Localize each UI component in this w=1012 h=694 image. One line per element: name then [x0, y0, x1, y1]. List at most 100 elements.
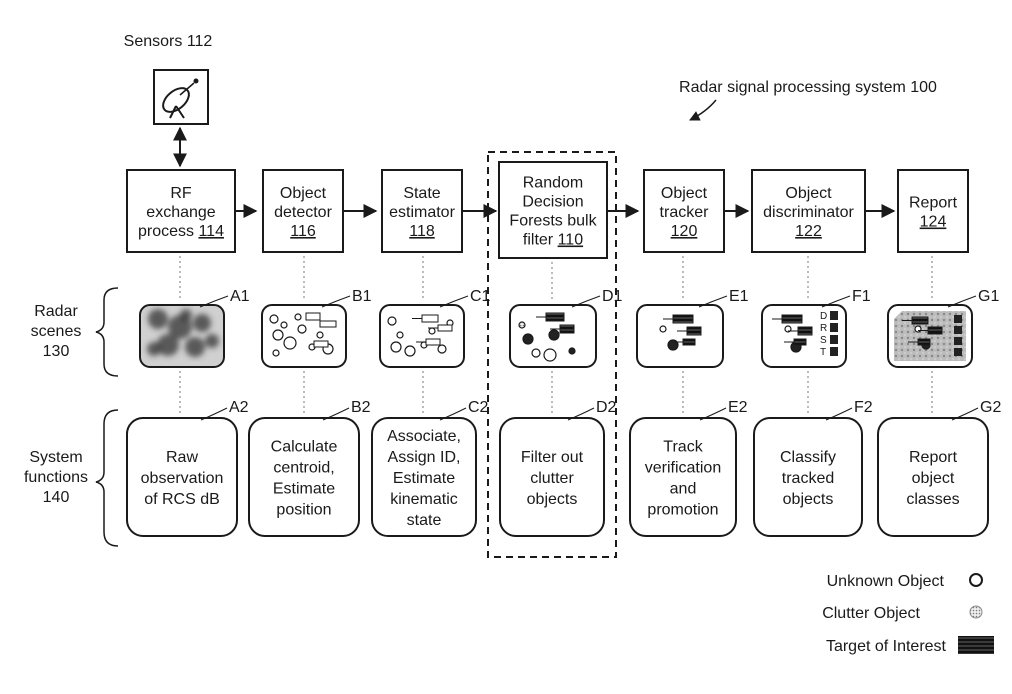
function-label-line: Raw [166, 449, 198, 466]
function-tag: C2 [468, 399, 489, 416]
function-label-line: tracked [782, 470, 834, 487]
system-function: Associate,Assign ID,Estimatekinematicsta… [371, 417, 477, 537]
row-label-line: 140 [43, 489, 70, 506]
function-label-line: Classify [780, 449, 836, 466]
block-label-line: Forests bulk [509, 213, 597, 230]
system-functions-label: System functions 140 [24, 449, 88, 506]
radar-scenes-label: Radar scenes 130 [31, 303, 82, 360]
function-label-line: Calculate [271, 439, 338, 456]
block-ref: 110 [558, 232, 584, 249]
system-label: Radar signal processing system 100 [679, 79, 937, 96]
block-label-line: Decision [522, 194, 583, 211]
block-ref: 118 [409, 223, 435, 240]
scene-tag: E1 [729, 288, 749, 305]
class-letter: T [820, 347, 826, 358]
function-label-line: clutter [530, 470, 574, 487]
function-label-line: objects [783, 491, 834, 508]
sensor-label: Sensors 112 [124, 33, 213, 50]
radar-scene [509, 304, 597, 368]
function-label-line: Track [663, 439, 703, 456]
row-label-line: System [29, 449, 82, 466]
block-label-line: exchange [146, 204, 215, 221]
scene-tag: A1 [230, 288, 250, 305]
scenes-brace [95, 287, 119, 377]
functions-brace [95, 409, 119, 547]
system-function: Classify tracked objects [753, 417, 863, 537]
function-label-line: Associate, [387, 428, 461, 445]
function-label-line: observation [141, 470, 224, 487]
radar-scene [636, 304, 724, 368]
block-ref: 122 [795, 223, 822, 240]
block-label-line: RF [170, 185, 192, 202]
class-letter: S [820, 335, 827, 346]
function-label-line: classes [906, 491, 959, 508]
legend-unknown-label: Unknown Object [827, 573, 945, 590]
process-block: Object discriminator 122 [751, 169, 866, 253]
function-label-line: and [670, 481, 697, 498]
row-label-line: scenes [31, 323, 82, 340]
block-label-line: Object [280, 185, 327, 202]
legend: Unknown Object Clutter Object Target of … [822, 573, 994, 655]
hatched-rect-icon [958, 636, 994, 654]
function-label-line: objects [527, 491, 578, 508]
radar-scene [139, 304, 225, 368]
sensor-block [153, 69, 209, 125]
function-label-line: Assign ID, [388, 449, 461, 466]
process-block-frame [751, 169, 866, 253]
function-tag: D2 [596, 399, 617, 416]
circle-outline-icon [969, 573, 983, 587]
function-label-line: centroid, [273, 460, 334, 477]
block-label-line: Random [523, 175, 583, 192]
radar-scene [887, 304, 973, 368]
system-function: Raw observation of RCS dB [126, 417, 238, 537]
satellite-dish-icon [162, 78, 199, 119]
function-label-line: verification [645, 460, 721, 477]
scene-tag: G1 [978, 288, 999, 305]
block-label-line: Object [661, 185, 708, 202]
block-ref: 114 [198, 223, 224, 240]
block-ref: 116 [290, 223, 316, 240]
system-function: Track verification and promotion [629, 417, 737, 537]
class-letter: D [820, 311, 827, 322]
process-block-frame [897, 169, 969, 253]
dotted-circle-icon [969, 605, 983, 619]
scene-tag: D1 [602, 288, 623, 305]
process-block-frame [381, 169, 463, 253]
row-label-line: 130 [43, 343, 70, 360]
function-tag: A2 [229, 399, 249, 416]
scene-tag: B1 [352, 288, 372, 305]
process-block: RF exchange process 114 [126, 169, 236, 253]
function-label-line: of RCS dB [144, 491, 220, 508]
process-block-frame [126, 169, 236, 253]
radar-scene [261, 304, 347, 368]
scene-tag: F1 [852, 288, 871, 305]
process-block-frame [498, 161, 608, 259]
row-label-line: functions [24, 469, 88, 486]
function-label-line: state [407, 512, 442, 529]
scene-tag: C1 [470, 288, 491, 305]
legend-target-label: Target of Interest [826, 638, 947, 655]
function-label-line: promotion [647, 502, 718, 519]
block-label-line: estimator [389, 204, 455, 221]
bulk-filter-enclosure [487, 151, 617, 558]
function-tag: F2 [854, 399, 873, 416]
block-label-line: State [403, 185, 440, 202]
radar-scene [379, 304, 465, 368]
function-tag: G2 [980, 399, 1001, 416]
row-label-line: Radar [34, 303, 78, 320]
block-label-line: process 114 [138, 223, 224, 240]
process-block-frame [262, 169, 344, 253]
block-label-line: discriminator [763, 204, 854, 221]
block-label-line: Object [785, 185, 832, 202]
function-label-line: object [912, 470, 955, 487]
function-tag: B2 [351, 399, 371, 416]
function-label-line: Estimate [393, 470, 455, 487]
